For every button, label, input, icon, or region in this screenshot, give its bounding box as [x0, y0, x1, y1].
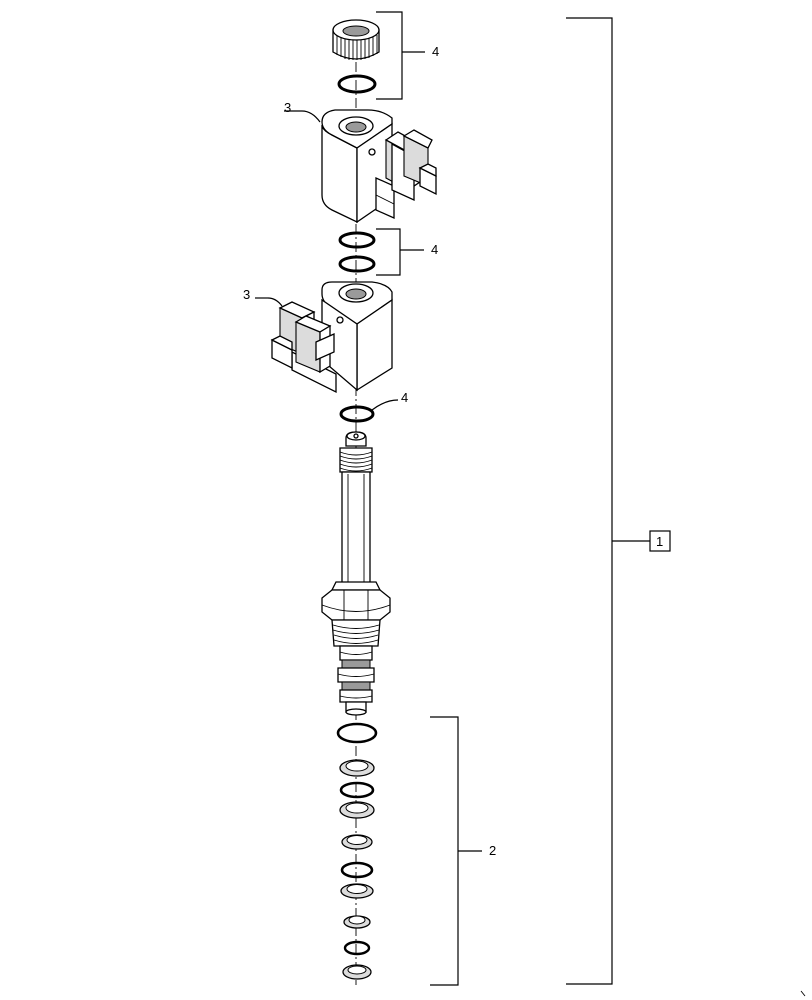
- seal-ring-icon[interactable]: [340, 883, 374, 899]
- solenoid-coil-icon[interactable]: [321, 109, 437, 224]
- callout-bracket-seal-kit: [430, 716, 482, 986]
- callout-bracket-assembly: [566, 17, 671, 985]
- seal-ring-icon[interactable]: [339, 759, 375, 777]
- leader-line: [371, 399, 399, 411]
- seal-ring-icon[interactable]: [343, 915, 371, 929]
- seal-ring-icon[interactable]: [339, 801, 375, 819]
- leader-line: [301, 110, 321, 123]
- callout-label-3-upper: 3: [284, 100, 291, 115]
- callout-bracket-middle-orings: [376, 228, 424, 276]
- seal-ring-icon[interactable]: [341, 834, 373, 850]
- seal-ring-icon[interactable]: [336, 722, 378, 744]
- solenoid-coil-icon[interactable]: [270, 281, 393, 394]
- seal-ring-icon[interactable]: [339, 781, 375, 799]
- seal-ring-icon[interactable]: [343, 940, 371, 956]
- o-ring-icon[interactable]: [338, 255, 376, 273]
- seal-ring-icon[interactable]: [342, 964, 372, 980]
- callout-label-4-middle: 4: [431, 242, 438, 257]
- callout-label-4-lower: 4: [401, 390, 408, 405]
- leader-line: [267, 297, 283, 307]
- o-ring-icon[interactable]: [337, 74, 377, 94]
- callout-label-1: 1: [656, 534, 663, 549]
- knurled-nut-icon[interactable]: [332, 19, 380, 60]
- o-ring-icon[interactable]: [338, 231, 376, 249]
- callout-label-3-lower: 3: [243, 287, 250, 302]
- corner-mark: [800, 990, 806, 997]
- callout-label-4-top: 4: [432, 44, 439, 59]
- seal-ring-icon[interactable]: [340, 861, 374, 879]
- valve-cartridge-icon[interactable]: [321, 431, 391, 716]
- callout-bracket-nut-group: [376, 11, 425, 100]
- callout-label-2: 2: [489, 843, 496, 858]
- o-ring-icon[interactable]: [339, 405, 375, 423]
